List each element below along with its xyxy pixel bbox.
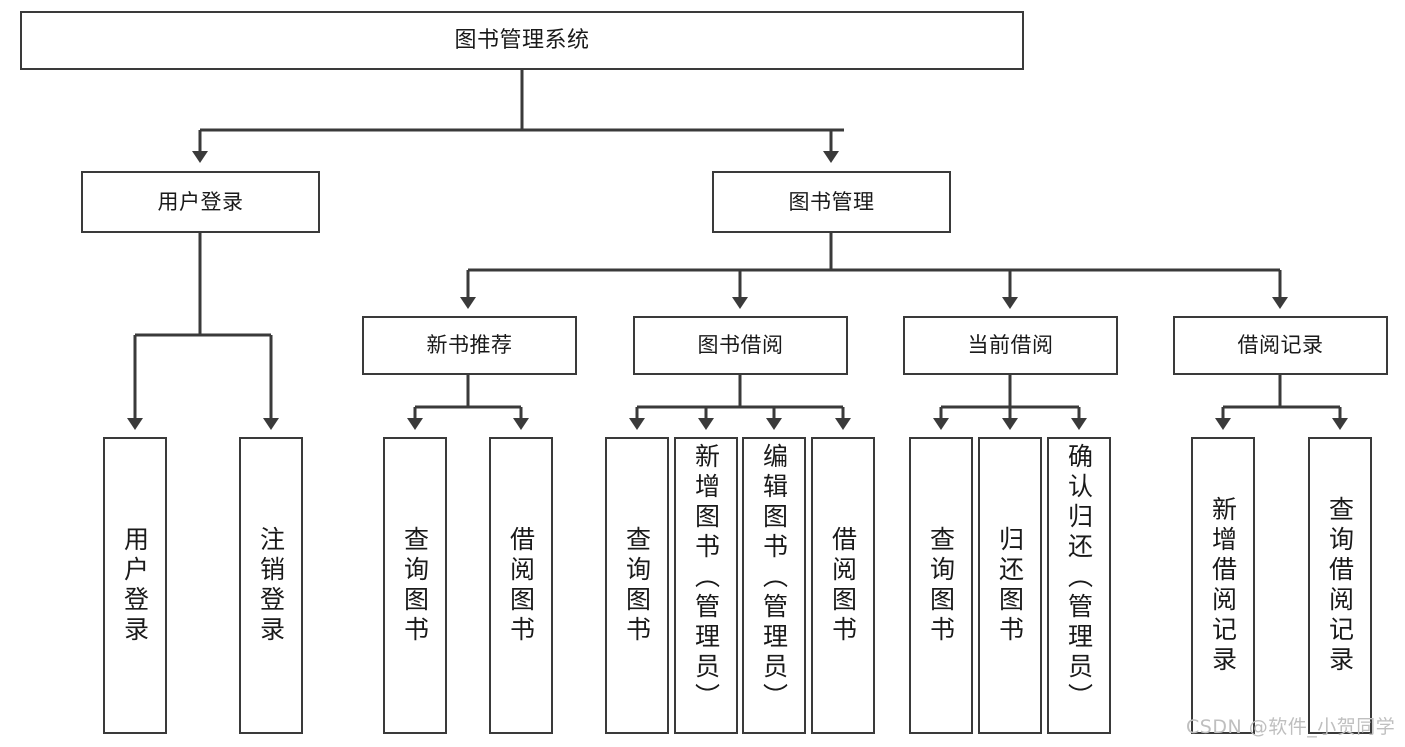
leaf-book-borrow-edit-book-admin[interactable]: 编辑图书（管理员） [742,437,806,734]
node-label: 图书管理系统 [454,27,590,53]
node-label: 用户登录 [157,189,244,214]
node-user-login[interactable]: 用户登录 [81,171,320,233]
leaf-book-borrow-borrow-book[interactable]: 借阅图书 [811,437,875,734]
node-label: 当前借阅 [967,333,1054,358]
node-label: 新书推荐 [426,333,513,358]
node-root-book-management-system[interactable]: 图书管理系统 [20,11,1024,70]
leaf-book-borrow-query-book[interactable]: 查询图书 [605,437,669,734]
leaf-borrow-record-add-record[interactable]: 新增借阅记录 [1191,437,1255,734]
node-label: 查询图书 [926,525,956,646]
leaf-current-borrow-query-book[interactable]: 查询图书 [909,437,973,734]
node-label: 查询借阅记录 [1325,495,1355,676]
node-borrow-record[interactable]: 借阅记录 [1173,316,1388,375]
node-book-borrow[interactable]: 图书借阅 [633,316,848,375]
leaf-current-borrow-confirm-return-admin[interactable]: 确认归还（管理员） [1047,437,1111,734]
node-label: 确认归还（管理员） [1064,443,1094,713]
node-label: 借阅图书 [828,525,858,646]
node-label: 查询图书 [400,525,430,646]
node-label: 借阅记录 [1237,333,1324,358]
node-label: 归还图书 [995,525,1025,646]
node-label: 编辑图书（管理员） [759,443,789,713]
leaf-borrow-record-query-record[interactable]: 查询借阅记录 [1308,437,1372,734]
node-new-book-recommend[interactable]: 新书推荐 [362,316,577,375]
node-label: 新增图书（管理员） [691,443,721,713]
leaf-user-login[interactable]: 用户登录 [103,437,167,734]
node-book-management[interactable]: 图书管理 [712,171,951,233]
watermark: CSDN @软件_小贺同学 [1186,716,1396,738]
leaf-current-borrow-return-book[interactable]: 归还图书 [978,437,1042,734]
leaf-new-book-borrow-book[interactable]: 借阅图书 [489,437,553,734]
leaf-book-borrow-add-book-admin[interactable]: 新增图书（管理员） [674,437,738,734]
node-label: 图书借阅 [697,333,784,358]
node-label: 借阅图书 [506,525,536,646]
node-label: 用户登录 [120,525,150,646]
leaf-logout[interactable]: 注销登录 [239,437,303,734]
leaf-new-book-query-book[interactable]: 查询图书 [383,437,447,734]
node-current-borrow[interactable]: 当前借阅 [903,316,1118,375]
node-label: 查询图书 [622,525,652,646]
node-label: 注销登录 [256,525,286,646]
node-label: 图书管理 [788,189,875,214]
node-label: 新增借阅记录 [1208,495,1238,676]
